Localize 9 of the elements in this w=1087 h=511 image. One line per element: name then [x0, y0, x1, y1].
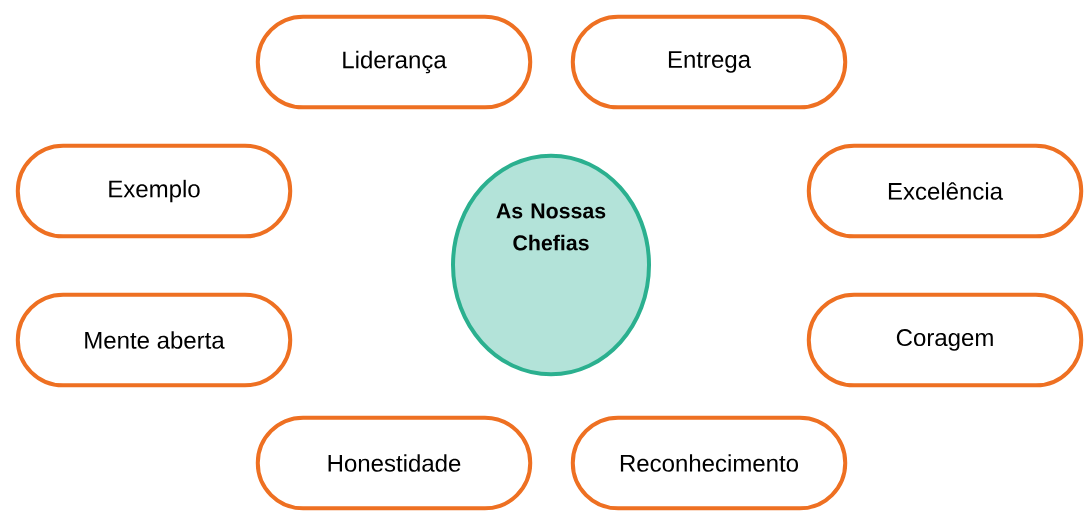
pill-box: Reconhecimento	[570, 415, 848, 511]
pill-box: Excelência	[806, 143, 1084, 239]
pill-box: Mente aberta	[15, 292, 293, 388]
pill-box: Coragem	[806, 292, 1084, 388]
pill-box: Exemplo	[15, 143, 293, 239]
oval: As Nossas Chefias	[451, 153, 651, 377]
pill-box: Entrega	[570, 14, 848, 110]
pill-box: Liderança	[255, 14, 533, 110]
pill-box: Honestidade	[255, 415, 533, 511]
